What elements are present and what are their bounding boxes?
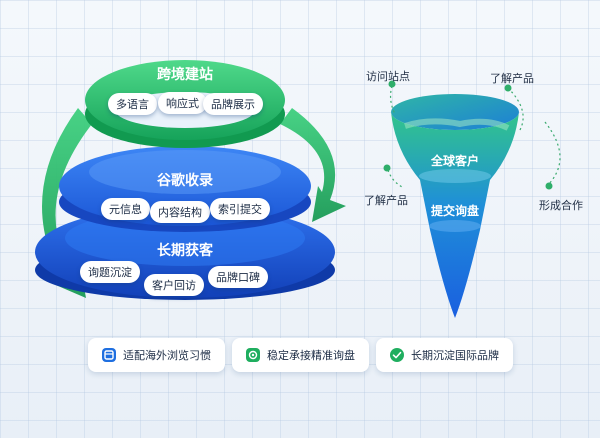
feature-card-overseas-browsing: 适配海外浏览习惯 (88, 338, 225, 372)
callout-learn-product-mid: 了解产品 (364, 194, 408, 207)
tag-brand-display: 品牌展示 (203, 93, 263, 115)
feature-card-label: 稳定承接精准询盘 (267, 349, 355, 362)
tag-content-structure: 内容结构 (150, 201, 210, 223)
callout-form-cooperation: 形成合作 (539, 199, 583, 212)
feature-card-stable-inquiry: 稳定承接精准询盘 (232, 338, 369, 372)
funnel-band-submit-inquiry: 提交询盘 (430, 204, 480, 218)
tag-responsive: 响应式 (158, 92, 207, 114)
feature-card-brand-accumulation: 长期沉淀国际品牌 (376, 338, 513, 372)
feature-card-label: 适配海外浏览习惯 (123, 349, 211, 362)
tag-inquiry-accumulation: 询题沉淀 (80, 261, 140, 283)
inquiry-icon (246, 348, 260, 362)
check-icon (390, 348, 404, 362)
ring-title-google-index: 谷歌收录 (157, 173, 213, 189)
browser-icon (102, 348, 116, 362)
tag-metadata: 元信息 (101, 198, 150, 220)
ring-title-long-term: 长期获客 (157, 243, 213, 259)
callout-learn-product-top: 了解产品 (490, 72, 534, 85)
tag-brand-reputation: 品牌口碑 (208, 266, 268, 288)
cycle-arrow-right (280, 108, 346, 222)
feature-card-label: 长期沉淀国际品牌 (411, 349, 499, 362)
tag-multilingual: 多语言 (108, 93, 157, 115)
ring-title-site-build: 跨境建站 (157, 67, 213, 83)
tag-index-submit: 索引提交 (210, 198, 270, 220)
tag-client-followup: 客户回访 (144, 274, 204, 296)
callout-visit-site: 访问站点 (366, 70, 410, 83)
funnel-band-global-customers: 全球客户 (430, 154, 480, 168)
funnel-body (391, 112, 519, 318)
